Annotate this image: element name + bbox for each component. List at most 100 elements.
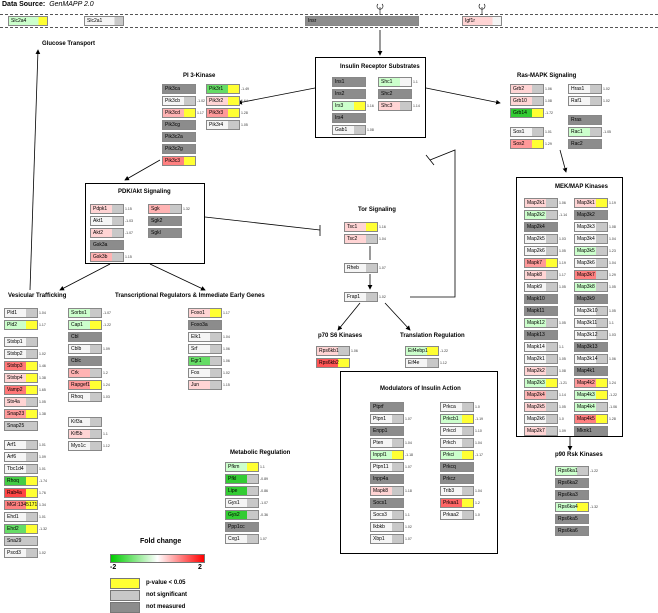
gene-stxbp4: Stxbp4 xyxy=(4,373,38,383)
gene-stx4a: Stx4a xyxy=(4,397,38,407)
cell-membrane xyxy=(0,14,658,28)
gene-pik3cg: Pik3cg xyxy=(162,120,196,130)
gene-pik3r1: Pik3r1 xyxy=(206,84,240,94)
gene-irs4: Irs4 xyxy=(332,113,366,123)
gene-fold-value: 1.32 xyxy=(183,207,190,211)
data-source-value: GenMAPP 2.0 xyxy=(49,1,94,8)
gene-kif5b: Kif5b xyxy=(68,429,102,439)
gene-map2k4: Map2k4 xyxy=(524,390,558,400)
gene-pik3cd: Pik3cd xyxy=(162,108,196,118)
gene-fold-value: 1.08 xyxy=(367,128,374,132)
insulin-receptor-substrates-box xyxy=(315,57,426,138)
gene-map2k2: Map2k2 xyxy=(524,210,558,220)
gene-map3k4: Map3k4 xyxy=(574,234,608,244)
gene-fold-value: 1.09 xyxy=(559,429,566,433)
gene-enpp1: Enpp1 xyxy=(370,426,404,436)
legend-swatch-not-significant xyxy=(110,590,140,601)
gene-gys1: Gys1 xyxy=(225,498,259,508)
gene-rps6ka1: Rps6ka1 xyxy=(555,466,589,476)
legend-title: Fold change xyxy=(140,538,182,545)
gene-fold-value: 1.17 xyxy=(39,323,46,327)
gene-rab4a: Rab4a xyxy=(4,488,38,498)
gene-fold-value: -1.02 xyxy=(197,99,205,103)
gene-map3k8: Map3k8 xyxy=(574,282,608,292)
gene-fold-value: 1.02 xyxy=(405,525,412,529)
section-tor-signaling: Tor Signaling xyxy=(358,207,396,213)
gene-fold-value: 1.02 xyxy=(603,87,610,91)
legend-label-not-significant: not significant xyxy=(146,592,187,598)
gene-fold-value: 1.10 xyxy=(475,429,482,433)
gene-rac1: Rac1 xyxy=(568,127,602,137)
gene-map2k6: Map2k6 xyxy=(524,414,558,424)
gene-fold-value: -1.06 xyxy=(609,405,617,409)
gene-raf1: Raf1 xyxy=(568,96,602,106)
gene-fold-value: 1.09 xyxy=(103,347,110,351)
gene-slc2a1: Slc2a1 xyxy=(84,16,124,26)
gene-mapk13: Mapk13 xyxy=(524,330,558,340)
gene-jun: Jun xyxy=(188,380,222,390)
arrow-pdk-vesicular xyxy=(59,263,111,291)
gene-fold-value: 1.06 xyxy=(609,357,616,361)
arrow-frap-translation xyxy=(384,302,411,331)
gene-foxo1: Foxo1 xyxy=(188,308,222,318)
gene-fold-value: 1.17 xyxy=(223,311,230,315)
section-ras-mapk-signaling: Ras-MAPK Signaling xyxy=(517,73,577,79)
gene-map3k5: Map3k5 xyxy=(574,246,608,256)
arrow-pi3k-pdk xyxy=(124,159,161,181)
gene-fold-value: 1.04 xyxy=(39,311,46,315)
gene-cblc: Cblc xyxy=(68,356,102,366)
gene-snap23: Snap23 xyxy=(4,409,38,419)
gene-map2k3: Map2k3 xyxy=(524,378,558,388)
gene-akt2: Akt2 xyxy=(90,228,124,238)
gene-fold-value: 1.04 xyxy=(405,441,412,445)
gene-sorbs1: Sorbs1 xyxy=(68,308,102,318)
gene-map3k13: Map3k13 xyxy=(574,342,608,352)
gene-prkaa1: Prkaa1 xyxy=(440,498,474,508)
gene-fold-value: 1.07 xyxy=(260,537,267,541)
gene-pfkm: Pfkm xyxy=(225,462,259,472)
gene-hras1: Hras1 xyxy=(568,84,602,94)
legend-label-p-value-0-05: p-value < 0.05 xyxy=(146,580,186,586)
gene-fold-value: 1.23 xyxy=(609,249,616,253)
gene-fold-value: -1.21 xyxy=(559,381,567,385)
gene-map3k6: Map3k6 xyxy=(574,258,608,268)
gene-fold-value: 1.15 xyxy=(125,207,132,211)
gene-map3k11: Map3k11 xyxy=(574,318,608,328)
gene-fold-value: 1.17 xyxy=(197,111,204,115)
gene-mgi-1345171: MGI:1345171 xyxy=(4,500,38,510)
gene-pik3c2g: Pik3c2g xyxy=(162,144,196,154)
gene-prkch: Prkch xyxy=(440,438,474,448)
section-p70-s6-kinases: p70 S6 Kinases xyxy=(318,333,363,339)
gene-pscd3: Pscd3 xyxy=(4,548,38,558)
arrow-ras-mek xyxy=(559,149,568,173)
gene-fold-value: 1.06 xyxy=(223,359,230,363)
gene-fold-value: -1.14 xyxy=(559,213,567,217)
gene-fold-value: 1.01 xyxy=(39,515,46,519)
modulators-of-insulin-action-box xyxy=(340,371,498,554)
legend-swatch-not-measured xyxy=(110,602,140,613)
gene-fold-value: 1.05 xyxy=(559,285,566,289)
gene-gsk3a: Gsk3a xyxy=(90,240,124,250)
gene-fold-value: 1.19 xyxy=(609,201,616,205)
gene-prkcd: Prkcd xyxy=(440,426,474,436)
section-transcriptional-regulators-immediate-early-genes: Transcriptional Regulators & Immediate E… xyxy=(115,293,265,299)
gene-fold-value: 1.02 xyxy=(223,371,230,375)
gene-frap1: Frap1 xyxy=(344,292,378,302)
gene-ptpn1: Ptpn1 xyxy=(370,414,404,424)
gene-fold-value: 1.01 xyxy=(39,443,46,447)
gene-fold-value: 1.03 xyxy=(609,333,616,337)
gene-map2k5: Map2k5 xyxy=(524,402,558,412)
gene-map3k9: Map3k9 xyxy=(574,294,608,304)
gene-insr: Insr xyxy=(305,16,419,26)
gene-fold-value: 1.02 xyxy=(603,99,610,103)
gene-sgkl: Sgkl xyxy=(148,228,182,238)
gene-fold-value: -0.86 xyxy=(260,489,268,493)
gene-fold-value: 1.04 xyxy=(609,237,616,241)
gene-fold-value: 1.24 xyxy=(609,381,616,385)
gene-pik3c2a: Pik3c2a xyxy=(162,132,196,142)
gene-fold-value: 1.15 xyxy=(125,255,132,259)
gene-fold-value: -1.22 xyxy=(440,349,448,353)
gene-gys2: Gys2 xyxy=(225,510,259,520)
gene-mknk1: Mknk1 xyxy=(574,426,608,436)
